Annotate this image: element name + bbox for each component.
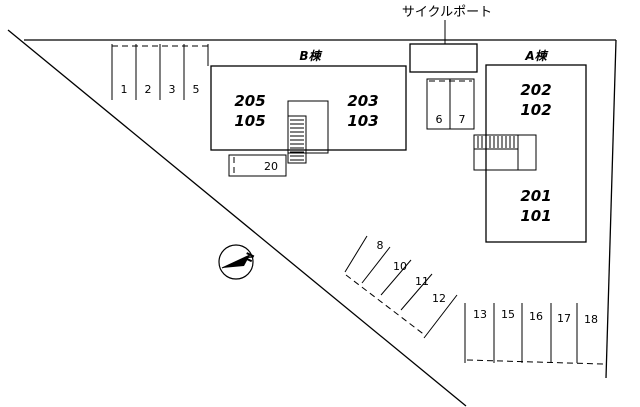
building-b-stairs [287,100,329,164]
parking-space-13: 13 [473,308,487,321]
parking-space-8: 8 [377,239,384,252]
parking-space-20-label: 20 [264,160,278,173]
parking-space-12: 12 [432,292,446,305]
parking-space-10: 10 [393,260,407,273]
property-boundary [7,29,617,407]
parking-space-20: 20 [228,154,287,177]
parking-space-16: 16 [529,310,543,323]
parking-space-1: 1 [121,83,128,96]
parking-space-17: 17 [557,312,571,325]
parking-space-5: 5 [193,83,200,96]
unit-205: 205 [234,92,265,110]
parking-diagonal: 8 10 11 12 [344,235,458,339]
building-a-stairs [473,134,537,171]
parking-mid: 6 7 [426,78,475,130]
unit-201: 201 [520,187,551,205]
building-b-label: B棟 [299,49,322,63]
parking-space-11: 11 [415,275,429,288]
parking-space-6: 6 [436,113,443,126]
unit-203: 203 [347,92,378,110]
building-a-label: A棟 [524,49,548,63]
parking-space-2: 2 [145,83,152,96]
parking-space-7: 7 [459,113,466,126]
unit-105: 105 [234,112,265,130]
parking-space-3: 3 [169,83,176,96]
parking-space-18: 18 [584,313,598,326]
unit-103: 103 [347,112,378,130]
parking-space-15: 15 [501,308,515,321]
unit-101: 101 [520,207,551,225]
cycle-port-label: サイクルポート [402,5,492,20]
unit-202: 202 [520,81,551,99]
parking-bottom-right: 13 15 16 17 18 [464,303,604,365]
compass-north-icon: N [218,244,257,280]
cycle-port: サイクルポート [402,5,492,73]
unit-102: 102 [520,101,551,119]
parking-top-left: 1 2 3 5 [111,44,210,100]
building-a: A棟 202 102 201 101 [473,49,587,243]
building-b: B棟 205 105 203 103 [210,49,407,164]
